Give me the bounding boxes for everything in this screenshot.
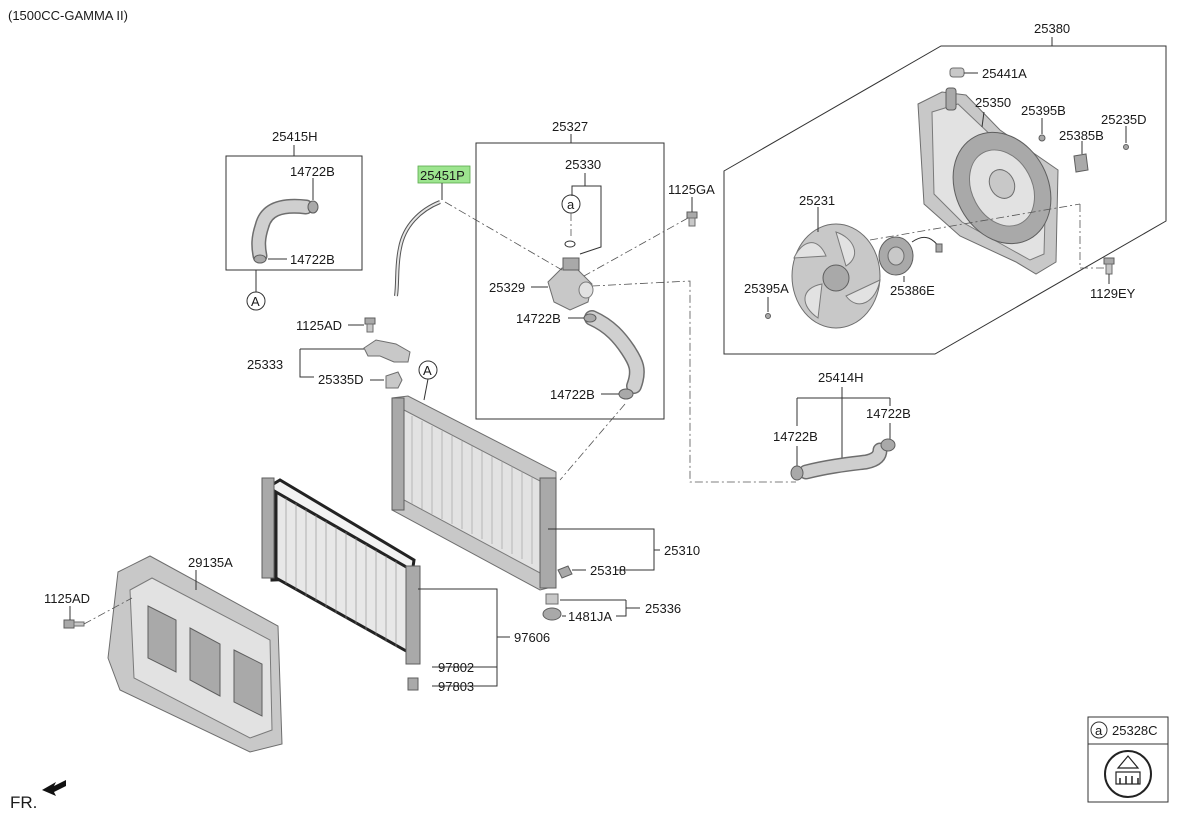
clamp-lower-2: [880, 438, 896, 452]
insulator-25335D: [385, 371, 403, 389]
callout-1125AD-left: 1125AD: [44, 591, 90, 606]
callout-25231: 25231: [799, 193, 835, 208]
callout-25330: 25330: [565, 157, 601, 172]
callout-29135A: 29135A: [188, 555, 233, 570]
clamp-upper-1: [307, 200, 319, 214]
callout-14722B-r1: 14722B: [773, 429, 818, 444]
air-guard-29135A: [107, 555, 283, 753]
callout-25451P: 25451P: [420, 168, 465, 183]
condenser-97606: [261, 477, 421, 665]
front-direction-indicator: FR.: [10, 780, 66, 812]
callout-14722B-l2: 14722B: [290, 252, 335, 267]
engine-label: (1500CC-GAMMA II): [8, 8, 128, 23]
fan-group-frame: [723, 45, 1167, 355]
ref-marker-A-upper-label: A: [251, 294, 260, 309]
callout-25385B: 25385B: [1059, 128, 1104, 143]
callout-25336: 25336: [645, 601, 681, 616]
warning-label-icon: [1104, 750, 1152, 798]
callout-97802: 97802: [438, 660, 474, 675]
callout-1125AD-top: 1125AD: [296, 318, 342, 333]
callout-25310: 25310: [664, 543, 700, 558]
o-ring: [564, 240, 576, 248]
fan-motor-25386E: [878, 236, 943, 276]
callout-25395A: 25395A: [744, 281, 789, 296]
callout-14722B-l1: 14722B: [290, 164, 335, 179]
callout-25318: 25318: [590, 563, 626, 578]
callout-25327: 25327: [552, 119, 588, 134]
legend-box: a 25328C: [1087, 716, 1169, 803]
clamp-upper-2: [253, 254, 267, 264]
thermostat-housing-25329: [547, 257, 594, 311]
screw-25395B: [1038, 134, 1046, 142]
callout-97803: 97803: [438, 679, 474, 694]
callout-25414H: 25414H: [818, 370, 864, 385]
screw-25395A: [765, 313, 771, 319]
plug-25336: [545, 593, 559, 605]
highlight-25451P: [417, 165, 471, 184]
bolt-1129EY: [1103, 257, 1115, 275]
fan-blade-25231: [791, 223, 881, 329]
resistor-25385B: [1073, 153, 1089, 173]
bracket-25333: [363, 339, 411, 363]
callout-25335D: 25335D: [318, 372, 364, 387]
legend-marker-circle: [1090, 721, 1108, 739]
callout-25350: 25350: [975, 95, 1011, 110]
callout-14722B-mid2: 14722B: [550, 387, 595, 402]
clip-25235D: [1123, 144, 1129, 150]
bolt-1125AD-top: [364, 317, 376, 333]
bolt-1125AD-left: [63, 619, 85, 629]
clamp-mid-top: [583, 313, 597, 323]
drain-plug-25318: [557, 565, 573, 579]
callout-25415H: 25415H: [272, 129, 318, 144]
callout-1129EY: 1129EY: [1090, 286, 1136, 301]
callout-14722B-mid1: 14722B: [516, 311, 561, 326]
cap-25441A: [949, 67, 965, 78]
callout-25329: 25329: [489, 280, 525, 295]
callout-1125GA: 1125GA: [668, 182, 715, 197]
water-outlet-group: 25327 25330 a 25329 14722B 14722B: [444, 119, 796, 483]
callout-97606: 97606: [514, 630, 550, 645]
clamp-lower-1: [790, 465, 804, 481]
fan-shroud: [917, 87, 1059, 275]
outlet-group-frame: [475, 142, 665, 420]
callout-25235D: 25235D: [1101, 112, 1147, 127]
callout-25441A: 25441A: [982, 66, 1027, 81]
clamp-mid-bottom: [618, 388, 634, 400]
callout-25395B: 25395B: [1021, 103, 1066, 118]
radiator-25310: [391, 395, 557, 591]
callout-25380: 25380: [1034, 21, 1070, 36]
lower-hose-group: 25414H 14722B 14722B: [773, 370, 911, 481]
ref-marker-a-label: a: [567, 197, 575, 212]
bolt-1125GA: [686, 211, 698, 227]
callout-25386E: 25386E: [890, 283, 935, 298]
upper-hose-group: 25415H 14722B 14722B A: [225, 129, 363, 311]
legend-part-25328C: 25328C: [1112, 723, 1158, 738]
legend-marker: a: [1095, 723, 1103, 738]
fan-shroud-group: 25380 25441A 25350 25395B 25235D 25385B: [723, 21, 1167, 355]
front-arrow-icon: [42, 780, 66, 796]
dryer-97803: [407, 677, 419, 691]
callout-14722B-r2: 14722B: [866, 406, 911, 421]
callout-25333: 25333: [247, 357, 283, 372]
front-label: FR.: [10, 793, 37, 812]
callout-1481JA: 1481JA: [568, 609, 612, 624]
ref-marker-A-lower-label: A: [423, 363, 432, 378]
ref-marker-A-upper: [246, 291, 266, 311]
washer-1481JA: [542, 607, 562, 621]
